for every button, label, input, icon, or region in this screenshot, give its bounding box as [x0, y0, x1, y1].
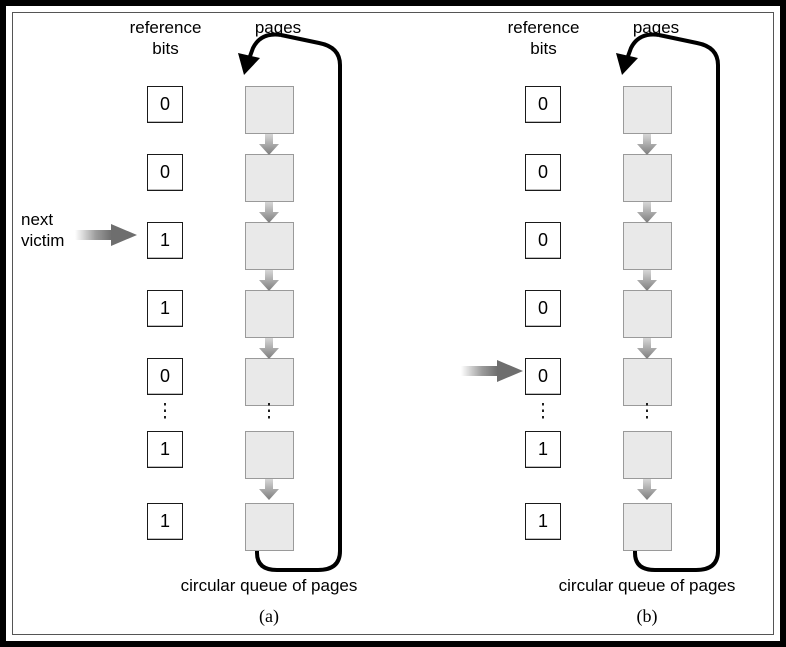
panel-b-flow-arrow-icon: [637, 270, 657, 291]
panel-b-pages-ellipsis: ⋮: [637, 401, 657, 422]
panel-b-page-box: [623, 154, 672, 202]
panel-a-page-box: [245, 503, 294, 551]
panel-a-page-box: [245, 431, 294, 479]
panel-b-flow-arrow-icon: [637, 202, 657, 223]
panel-b-letter: (b): [636, 606, 658, 626]
panel-a-page-box: [245, 358, 294, 406]
panel-a-flow-arrow-icon: [259, 134, 279, 155]
panel-a-page-box: [245, 154, 294, 202]
panel-b-bit-box: 0: [525, 154, 561, 191]
panel-a-page-box: [245, 222, 294, 270]
panel-a-bit-box: 1: [147, 290, 183, 327]
panel-a-page-box: [245, 290, 294, 338]
panel-b-bit-box: 0: [525, 358, 561, 395]
panel-a: reference bits pages next victim 0 0 1: [13, 13, 393, 636]
panel-b-flow-arrow-icon: [637, 134, 657, 155]
panel-b-page-box: [623, 86, 672, 134]
panel-a-bit-box: 0: [147, 358, 183, 395]
panel-a-next-victim-arrow: [75, 224, 137, 246]
panel-b-pages-label: pages: [632, 18, 680, 37]
panel-a-flow-arrow-icon: [259, 202, 279, 223]
panel-a-flow-arrow-icon: [259, 270, 279, 291]
panel-b-bit-box: 1: [525, 431, 561, 468]
figure-inner-border: reference bits pages next victim 0 0 1: [12, 12, 774, 635]
panel-b-bits-ellipsis: ⋮: [533, 401, 553, 422]
panel-a-next-victim-label: next victim: [21, 210, 65, 250]
panel-b: reference bits pages 0 0 0 0 0 ⋮: [391, 13, 771, 636]
panel-b-bit-box: 0: [525, 222, 561, 259]
panel-b-circular-queue-loop: [616, 32, 720, 572]
panel-a-bit-box: 1: [147, 503, 183, 540]
panel-b-bit-box: 0: [525, 86, 561, 123]
panel-b-page-box: [623, 358, 672, 406]
panel-b-bit-box: 1: [525, 503, 561, 540]
panel-a-bit-box: 0: [147, 154, 183, 191]
panel-b-page-box: [623, 503, 672, 551]
panel-a-flow-arrow-icon: [259, 479, 279, 500]
panel-b-flow-arrow-icon: [637, 479, 657, 500]
panel-a-pages-label: pages: [254, 18, 302, 37]
panel-b-page-box: [623, 290, 672, 338]
panel-b-flow-arrow-icon: [637, 338, 657, 359]
panel-a-pages-ellipsis: ⋮: [259, 401, 279, 422]
panel-a-letter: (a): [259, 606, 279, 626]
panel-a-bit-box: 0: [147, 86, 183, 123]
panel-b-caption: circular queue of pages: [558, 576, 736, 595]
panel-b-next-victim-arrow: [461, 360, 523, 382]
panel-a-bits-ellipsis: ⋮: [155, 401, 175, 422]
panel-b-reference-bits-label: reference bits: [507, 18, 580, 58]
panel-a-caption: circular queue of pages: [180, 576, 358, 595]
panel-a-flow-arrow-icon: [259, 338, 279, 359]
panel-a-bit-box: 1: [147, 431, 183, 468]
panel-a-bit-box: 1: [147, 222, 183, 259]
panel-b-bit-box: 0: [525, 290, 561, 327]
panel-a-page-box: [245, 86, 294, 134]
panel-a-circular-queue-loop: [238, 32, 342, 572]
panel-b-page-box: [623, 431, 672, 479]
panel-a-reference-bits-label: reference bits: [129, 18, 202, 58]
panel-b-page-box: [623, 222, 672, 270]
